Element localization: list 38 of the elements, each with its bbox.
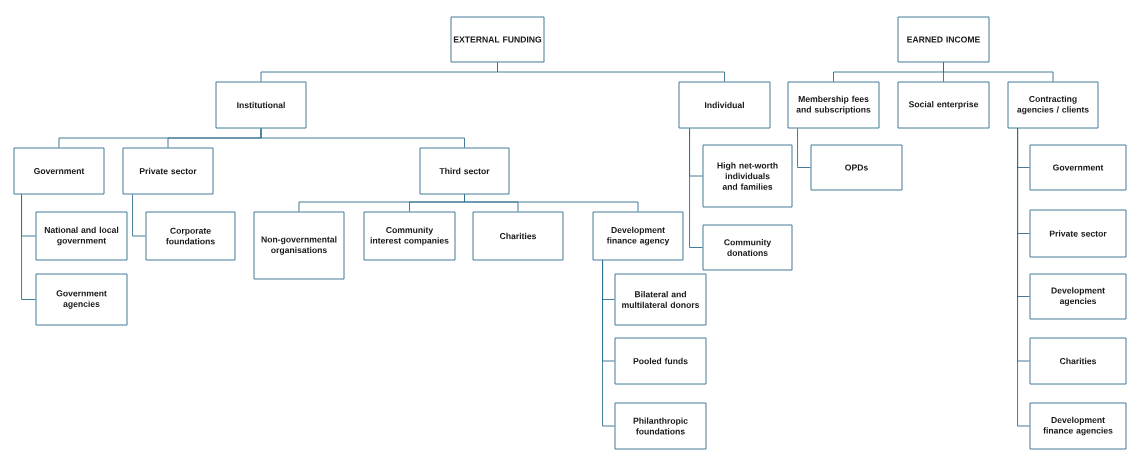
connector-line	[602, 260, 615, 427]
category-box: EARNED INCOME	[897, 16, 990, 63]
category-box: Institutional	[215, 81, 307, 129]
category-box: Community donations	[702, 224, 793, 271]
connector-line	[943, 62, 1054, 82]
connector-line	[497, 62, 725, 82]
connector-line	[260, 128, 465, 148]
category-box: Charities	[472, 211, 564, 261]
connector-line	[132, 194, 146, 237]
category-box: Membership fees and subscriptions	[787, 81, 880, 129]
category-box: Development agencies	[1029, 273, 1127, 320]
category-box: Individual	[678, 81, 771, 129]
category-box: Third sector	[419, 147, 510, 195]
connector-line	[689, 128, 703, 248]
category-box: OPDs	[810, 144, 903, 191]
connector-line	[464, 194, 639, 212]
category-box: Pooled funds	[614, 337, 707, 385]
category-box: Corporate foundations	[145, 211, 236, 261]
category-box: Private sector	[1029, 209, 1127, 258]
category-box: Charities	[1029, 337, 1127, 385]
category-box: Private sector	[122, 147, 214, 195]
category-box: Development finance agency	[592, 211, 684, 261]
category-box: Community interest companies	[363, 211, 456, 261]
category-box: Development finance agencies	[1029, 402, 1127, 450]
connector-line	[797, 128, 811, 168]
category-box: Bilateral and multilateral donors	[614, 273, 707, 326]
category-box: Philanthropic foundations	[614, 402, 707, 450]
connector-line	[21, 194, 36, 300]
category-box: Non-governmental organisations	[253, 211, 345, 280]
category-box: Contracting agencies / clients	[1007, 81, 1099, 129]
category-box: National and local government	[35, 211, 128, 261]
category-box: Government agencies	[35, 273, 128, 326]
category-box: Government	[1029, 144, 1127, 191]
category-box: Government	[13, 147, 105, 195]
category-box: EXTERNAL FUNDING	[450, 16, 545, 63]
connector-line	[1017, 128, 1030, 427]
category-box: Social enterprise	[897, 81, 990, 129]
category-box: High net-worth individuals and families	[702, 144, 793, 208]
